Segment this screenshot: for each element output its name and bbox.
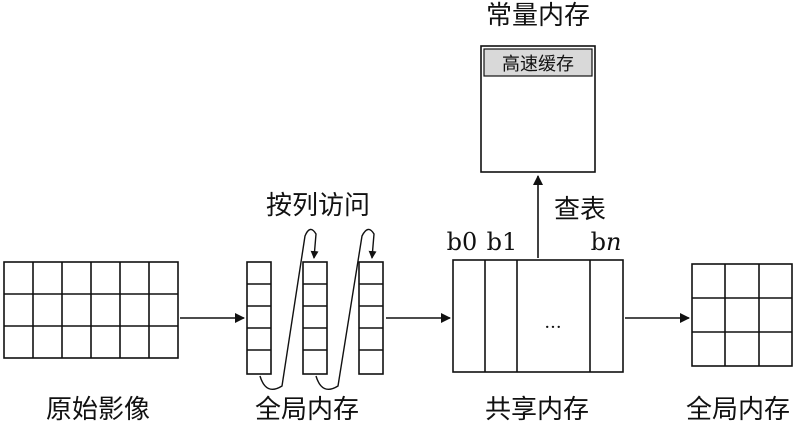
global-memory-column-2	[302, 261, 328, 375]
block-b1-label: b1	[487, 228, 518, 256]
shared-memory-label: 共享内存	[485, 395, 589, 424]
column-access-path	[259, 228, 377, 390]
cache-header	[483, 48, 593, 77]
cache-label: 高速缓存	[502, 54, 574, 75]
output-global-memory-grid	[691, 263, 793, 367]
block-bn-prefix: b	[591, 228, 606, 256]
global-memory-label-2: 全局内存	[686, 395, 790, 424]
block-b0-label: b0	[447, 228, 478, 256]
block-bn-label: bn	[591, 228, 622, 256]
global-memory-column-3	[358, 261, 384, 375]
constant-memory-block	[480, 45, 596, 173]
global-memory-column-1	[246, 261, 272, 375]
global-memory-columns	[246, 261, 384, 375]
global-memory-label-1: 全局内存	[255, 395, 359, 424]
column-access-label: 按列访问	[266, 191, 370, 221]
shared-memory-block	[452, 259, 624, 373]
shared-memory-ellipsis: ···	[544, 317, 561, 338]
block-bn-suffix: n	[606, 228, 621, 256]
original-image-grid	[3, 261, 179, 359]
original-image-label: 原始影像	[46, 395, 150, 424]
lookup-label: 查表	[554, 195, 606, 225]
constant-memory-label: 常量内存	[486, 1, 590, 31]
